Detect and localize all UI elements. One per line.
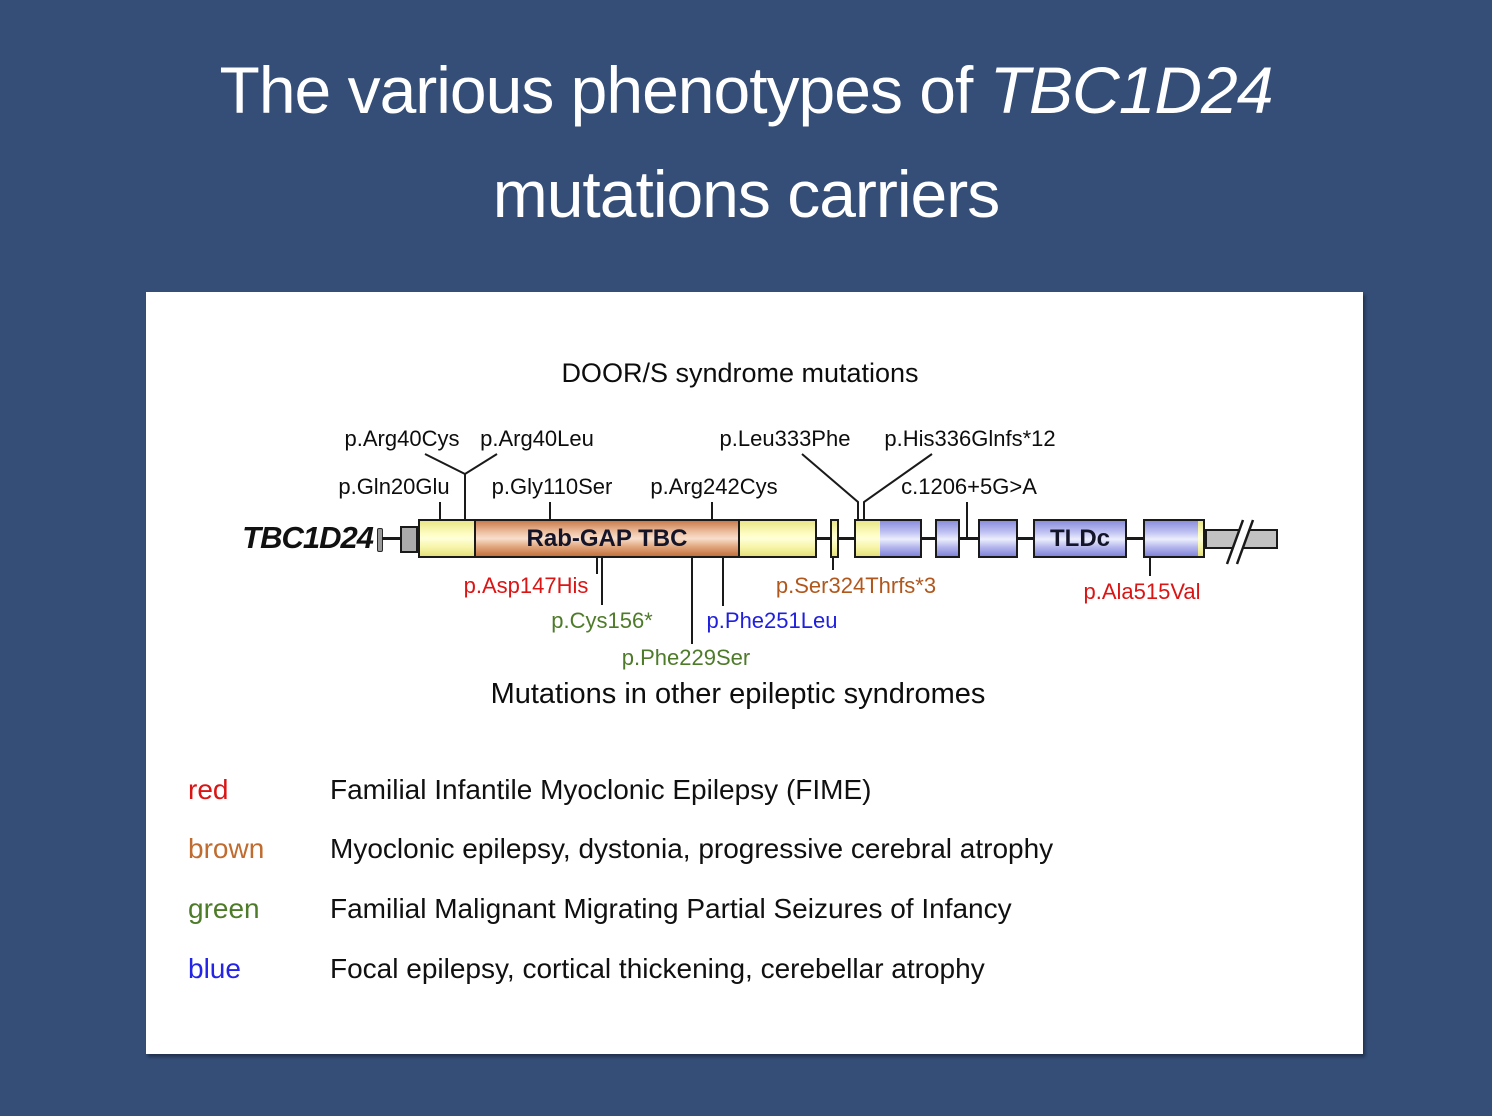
title-text: The various phenotypes of [219, 53, 990, 127]
exon-segment [880, 521, 920, 556]
pointer-line [801, 453, 859, 520]
legend-color-word: red [188, 774, 229, 805]
tldc-domain-label: TLDc [1050, 524, 1110, 552]
legend-color-word: green [188, 893, 260, 924]
mutation-label-asp147his: p.Asp147His [463, 573, 589, 598]
gene-name-label: TBC1D24 [242, 520, 374, 555]
exon-block-mixed [854, 519, 922, 558]
exon-block-end [1143, 519, 1205, 558]
utr-bar-end [1205, 529, 1278, 549]
mutation-label-his336glnfs: p.His336Glnfs*12 [884, 426, 1056, 451]
exon-box [935, 519, 960, 558]
legend-row-green: green Familial Malignant Migrating Partia… [188, 893, 1338, 925]
exon-segment [1198, 521, 1203, 556]
mutation-label-phe251leu: p.Phe251Leu [706, 608, 838, 633]
mutation-label-gly110ser: p.Gly110Ser [491, 474, 613, 499]
title-gene-name: TBC1D24 [989, 53, 1274, 127]
intron-line [817, 537, 830, 540]
exon-segment [1145, 521, 1198, 556]
exon-segment [740, 521, 815, 556]
mutation-label-arg242cys: p.Arg242Cys [650, 474, 778, 499]
legend-color-word: blue [188, 953, 241, 984]
tldc-domain-box: TLDc [1033, 519, 1127, 558]
legend-row-brown: brown Myoclonic epilepsy, dystonia, progr… [188, 833, 1338, 865]
exon-segment [420, 521, 474, 556]
door-syndrome-caption: DOOR/S syndrome mutations [561, 358, 919, 388]
legend-row-blue: blue Focal epilepsy, cortical thickening,… [188, 953, 1338, 985]
legend-description: Familial Malignant Migrating Partial Sei… [330, 893, 1012, 924]
intron-line [1018, 537, 1033, 540]
intron-line [960, 537, 978, 540]
intron-line [839, 537, 854, 540]
title-line-2: mutations carriers [492, 157, 1001, 231]
legend-row-red: red Familial Infantile Myoclonic Epilepsy… [188, 774, 1338, 806]
mutation-label-cys156: p.Cys156* [551, 608, 653, 633]
mutation-label-arg40cys: p.Arg40Cys [344, 426, 460, 451]
other-syndromes-caption: Mutations in other epileptic syndromes [490, 678, 986, 710]
legend-color-word: brown [188, 833, 265, 864]
mutation-label-c1206: c.1206+5G>A [901, 474, 1037, 499]
legend-description: Familial Infantile Myoclonic Epilepsy (F… [330, 774, 872, 805]
slide-title: The various phenotypes of TBC1D24 mutati… [0, 38, 1492, 246]
exon-block-rabgap: Rab-GAP TBC [418, 519, 817, 558]
content-panel: DOOR/S syndrome mutations Mutations in o… [146, 292, 1363, 1054]
exon-segment [856, 521, 880, 556]
mutation-label-arg40leu: p.Arg40Leu [480, 426, 594, 451]
exon-sliver [830, 519, 839, 558]
mutation-label-leu333phe: p.Leu333Phe [719, 426, 851, 451]
rabgap-domain-box: Rab-GAP TBC [474, 521, 740, 556]
pointer-fork [424, 453, 498, 476]
intron-line [922, 537, 935, 540]
mutation-label-ser324thrfs: p.Ser324Thrfs*3 [775, 573, 937, 598]
intron-line [382, 537, 400, 540]
mutation-label-phe229ser: p.Phe229Ser [621, 645, 751, 670]
legend-description: Focal epilepsy, cortical thickening, cer… [330, 953, 985, 984]
intron-line [1127, 537, 1143, 540]
mutation-label-ala515val: p.Ala515Val [1083, 579, 1201, 604]
exon-box [978, 519, 1018, 558]
mutation-label-gln20glu: p.Gln20Glu [338, 474, 450, 499]
title-line-1: The various phenotypes of TBC1D24 [0, 38, 1492, 142]
utr-box-start [400, 526, 418, 553]
rabgap-domain-label: Rab-GAP TBC [526, 524, 688, 552]
legend-description: Myoclonic epilepsy, dystonia, progressiv… [330, 833, 1054, 864]
gene-start-tick [377, 528, 383, 552]
